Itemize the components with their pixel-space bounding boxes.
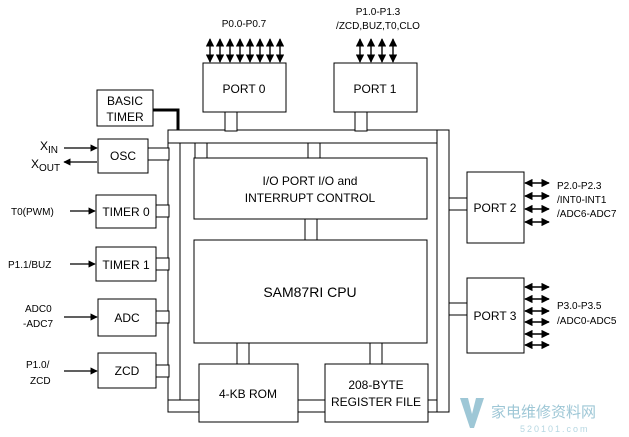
port2-pin-arrows [524, 178, 550, 227]
osc-block: OSC [97, 138, 149, 174]
bus-stub-io-right [307, 142, 321, 160]
port3-pin-arrows [524, 282, 550, 350]
port2-pin-label-2: /INT0-INT1 [557, 195, 607, 206]
bus-stub-port3 [448, 302, 469, 316]
port1-label: PORT 1 [354, 82, 397, 96]
rom-label: 4-KB ROM [219, 387, 277, 401]
xin-label: XIN [40, 139, 58, 156]
reg-label-2: REGISTER FILE [331, 395, 421, 409]
bus-stub-timer0 [154, 204, 170, 218]
basic-timer-link [153, 108, 180, 130]
bus-stub-timer1 [154, 257, 170, 271]
bus-right-rail [436, 129, 450, 413]
port1-pin-label-2: /ZCD,BUZ,T0,CLO [336, 21, 420, 32]
port3-block: PORT 3 [466, 277, 525, 354]
port0-label: PORT 0 [223, 82, 266, 96]
timer0-block: TIMER 0 [95, 194, 157, 229]
zcd-label: ZCD [115, 364, 140, 378]
io-label-2: INTERRUPT CONTROL [245, 191, 376, 205]
port0-block: PORT 0 [202, 62, 287, 113]
cpu-label: SAM87RI CPU [263, 284, 356, 300]
rom-block: 4-KB ROM [198, 363, 299, 423]
watermark-logo-icon [460, 398, 484, 428]
port2-label: PORT 2 [474, 201, 517, 215]
timer1-label: TIMER 1 [102, 258, 150, 272]
timer0-label: TIMER 0 [102, 205, 150, 219]
adc-block: ADC [97, 298, 157, 337]
bus-stub-io-left [194, 142, 208, 160]
timer1-block: TIMER 1 [95, 246, 157, 282]
adc-pin-label-2: -ADC7 [23, 319, 53, 330]
zcd-pin-label-1: P1.0/ [26, 360, 50, 371]
watermark: 家电维修资料网 520101.com [460, 398, 596, 434]
bus-stub-port2 [448, 197, 469, 211]
bus-top-rail [167, 129, 450, 144]
zcd-pin-label-2: ZCD [30, 376, 51, 387]
bus-stub-cpu-reg [369, 342, 383, 366]
bus-stub-port1 [354, 110, 368, 132]
port1-pin-arrows [355, 38, 398, 63]
basic-timer-label-2: TIMER [106, 110, 144, 124]
bus-stub-io-cpu [304, 218, 318, 242]
port2-pin-label-3: /ADC6-ADC7 [557, 209, 617, 220]
watermark-sub: 520101.com [520, 424, 590, 434]
register-file-block: 208-BYTE REGISTER FILE [324, 363, 429, 423]
basic-timer-label-1: BASIC [107, 94, 143, 108]
xout-label: XOUT [31, 157, 60, 174]
basic-timer-block: BASIC TIMER [96, 89, 154, 127]
port0-pin-label: P0.0-P0.7 [222, 19, 267, 30]
port2-pin-label-1: P2.0-P2.3 [557, 181, 602, 192]
port1-block: PORT 1 [333, 62, 418, 113]
io-label-1: I/O PORT I/O and [263, 174, 358, 188]
bus-left-rail [167, 129, 181, 413]
bus-stub-zcd [154, 364, 170, 378]
port3-label: PORT 3 [474, 309, 517, 323]
bus-stub-cpu-rom [236, 342, 250, 366]
cpu-block: SAM87RI CPU [193, 239, 428, 344]
port0-pin-arrows [205, 38, 285, 63]
zcd-block: ZCD [97, 352, 157, 389]
bus-stub-osc [147, 147, 170, 161]
port2-block: PORT 2 [466, 171, 525, 244]
watermark-main: 家电维修资料网 [491, 404, 596, 421]
p11-pin-label: P1.1/BUZ [8, 260, 51, 271]
bus-stub-adc [154, 310, 170, 324]
osc-label: OSC [110, 149, 136, 163]
adc-label: ADC [114, 311, 140, 325]
port1-pin-label-1: P1.0-P1.3 [356, 7, 401, 18]
reg-label-1: 208-BYTE [348, 378, 403, 392]
port3-pin-label-1: P3.0-P3.5 [557, 301, 602, 312]
t0-pin-label: T0(PWM) [11, 207, 54, 218]
io-control-block: I/O PORT I/O and INTERRUPT CONTROL [193, 157, 428, 220]
adc-pin-label-1: ADC0 [25, 304, 52, 315]
port3-pin-label-2: /ADC0-ADC5 [557, 316, 617, 327]
bus-stub-port0 [224, 110, 238, 132]
